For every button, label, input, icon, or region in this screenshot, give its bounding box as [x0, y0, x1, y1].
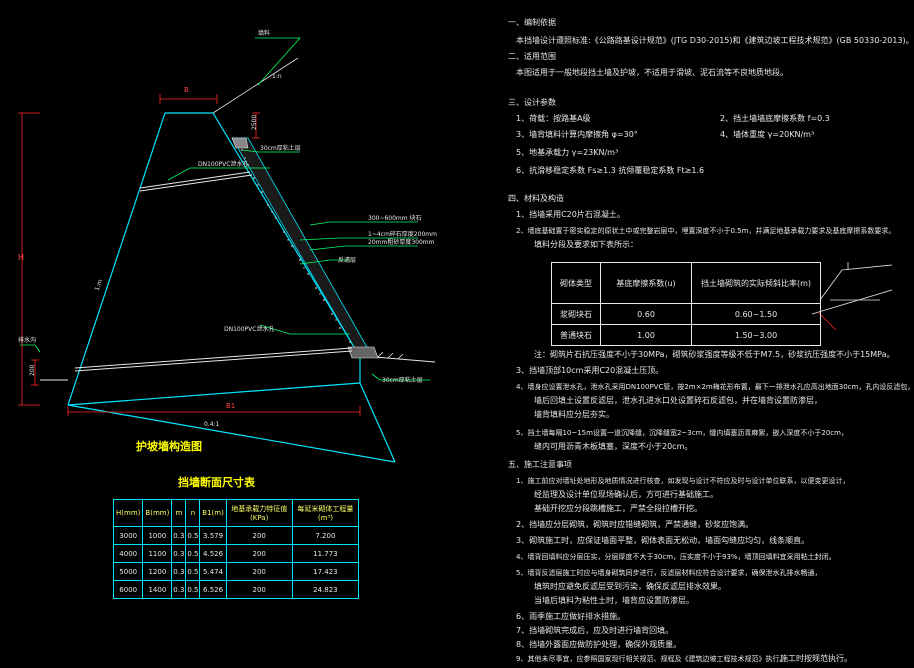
table-cell: 4.526 — [199, 544, 227, 563]
table-cell: 0.3 — [171, 580, 187, 599]
table-cell: 6000 — [112, 580, 144, 599]
table-cell: 普通块石 — [551, 324, 601, 346]
label-slope-face: 1:m — [94, 278, 105, 292]
table-cell: 200 — [225, 544, 293, 563]
label-drain-ditch: 排水沟 — [18, 336, 36, 344]
label-layer-2: 1~4cm碎石厚度200mm — [368, 230, 437, 238]
table-cell: 1.50~3.00 — [691, 324, 821, 346]
label-200: 200 — [29, 364, 36, 376]
table-row: 3000 1000 0.3 0.5 3.579 200 7.200 — [112, 526, 360, 545]
table-cell: 6.526 — [199, 580, 227, 599]
filter-layer — [231, 137, 379, 359]
table-cell: 4000 — [112, 544, 144, 563]
label-base: 0.4:1 — [204, 421, 220, 428]
dims-b1-col: B1(m) — [199, 499, 227, 527]
label-fill-type: 填料 — [258, 29, 270, 37]
table-cell: 0.5 — [185, 526, 201, 545]
table-row: 6000 1400 0.3 0.5 6.526 200 24.823 — [112, 580, 360, 599]
dims-table: H(mm) B(mm) m n B1(m) 地基承载力特征值 (KPa) 每延米… — [112, 499, 360, 599]
table-cell: 200 — [225, 580, 293, 599]
param-header-row: 砌体类型 基底摩擦系数(u) 挡土墙砌筑的实际倾斜比率(m) — [551, 262, 821, 304]
table-cell: 1200 — [142, 562, 173, 581]
drain-pipes — [74, 171, 353, 372]
wall-outline — [67, 112, 396, 463]
label-30cm-top: 30cm厚粘土层 — [260, 144, 301, 152]
table-cell: 0.5 — [185, 544, 201, 563]
label-30cm-bottom: 30cm厚粘土层 — [382, 376, 423, 384]
table-row: 浆砌块石 0.60 0.60~1.50 — [551, 303, 821, 325]
leader-lines — [20, 37, 430, 381]
detail-dim — [817, 311, 837, 331]
label-pvc-upper: DN100PVC泄水孔 — [198, 160, 248, 168]
dims-header-row: H(mm) B(mm) m n B1(m) 地基承载力特征值 (KPa) 每延米… — [112, 499, 360, 527]
ground-lines — [40, 356, 436, 381]
table-cell: 1100 — [142, 544, 173, 563]
table-cell: 0.60 — [600, 303, 692, 325]
table-cell: 3.579 — [199, 526, 227, 545]
table-cell: 0.3 — [171, 526, 187, 545]
label-filter: 反滤层 — [338, 256, 356, 264]
param-type-col: 砌体类型 — [551, 262, 601, 304]
table-cell: 5000 — [112, 562, 144, 581]
label-layer-3: 20mm粗砂厚度300mm — [368, 238, 435, 246]
table-cell: 1400 — [142, 580, 173, 599]
dims-volume-col: 每延米砌体工程量 (m³) — [291, 499, 360, 527]
param-table: 砌体类型 基底摩擦系数(u) 挡土墙砌筑的实际倾斜比率(m) 浆砌块石 0.60… — [551, 262, 821, 346]
table-cell: 7.200 — [291, 526, 360, 545]
table-cell: 11.773 — [291, 544, 360, 563]
ground-hatch — [377, 351, 404, 360]
detail-sketch — [811, 262, 893, 315]
label-b: B — [184, 86, 189, 94]
label-ratio: 1:n — [272, 73, 282, 80]
table-cell: 0.5 — [185, 580, 201, 599]
diagram-labels: 填料 B 2500 30cm厚粘土层 DN100PVC泄水孔 300~600mm… — [18, 29, 437, 428]
dims-bearing-col: 地基承载力特征值 (KPa) — [225, 499, 293, 527]
table-cell: 0.60~1.50 — [691, 303, 821, 325]
table-cell: 24.823 — [291, 580, 360, 599]
label-b1: B1 — [226, 402, 235, 410]
dimension-lines — [18, 94, 361, 416]
table-row: 5000 1200 0.3 0.5 5.474 200 17.423 — [112, 562, 360, 581]
table-cell: 17.423 — [291, 562, 360, 581]
table-cell: 0.3 — [171, 562, 187, 581]
param-ratio-col: 挡土墙砌筑的实际倾斜比率(m) — [691, 262, 821, 304]
table-cell: 0.5 — [185, 562, 201, 581]
table-cell: 200 — [225, 526, 293, 545]
table-cell: 200 — [225, 562, 293, 581]
dims-n-col: n — [185, 499, 201, 527]
table-cell: 3000 — [112, 526, 144, 545]
table-row: 普通块石 1.00 1.50~3.00 — [551, 324, 821, 346]
table-cell: 5.474 — [199, 562, 227, 581]
backfill-slope — [212, 57, 299, 114]
table-row: 4000 1100 0.3 0.5 4.526 200 11.773 — [112, 544, 360, 563]
table-cell: 0.3 — [171, 544, 187, 563]
label-2500: 2500 — [251, 115, 258, 130]
dims-m-col: m — [171, 499, 187, 527]
label-layer-1: 300~600mm 块石 — [368, 214, 422, 222]
table-cell: 1.00 — [600, 324, 692, 346]
dims-b-col: B(mm) — [142, 499, 173, 527]
table-cell: 浆砌块石 — [551, 303, 601, 325]
table-cell: 1000 — [142, 526, 173, 545]
dims-h-col: H(mm) — [112, 499, 144, 527]
dims-table-title: 挡墙断面尺寸表 — [178, 476, 255, 489]
label-h: H — [18, 253, 24, 262]
label-pvc-lower: DN100PVC泄水孔 — [224, 325, 274, 333]
figure-title: 护坡墙构造图 — [136, 440, 202, 453]
param-friction-col: 基底摩擦系数(u) — [600, 262, 692, 304]
